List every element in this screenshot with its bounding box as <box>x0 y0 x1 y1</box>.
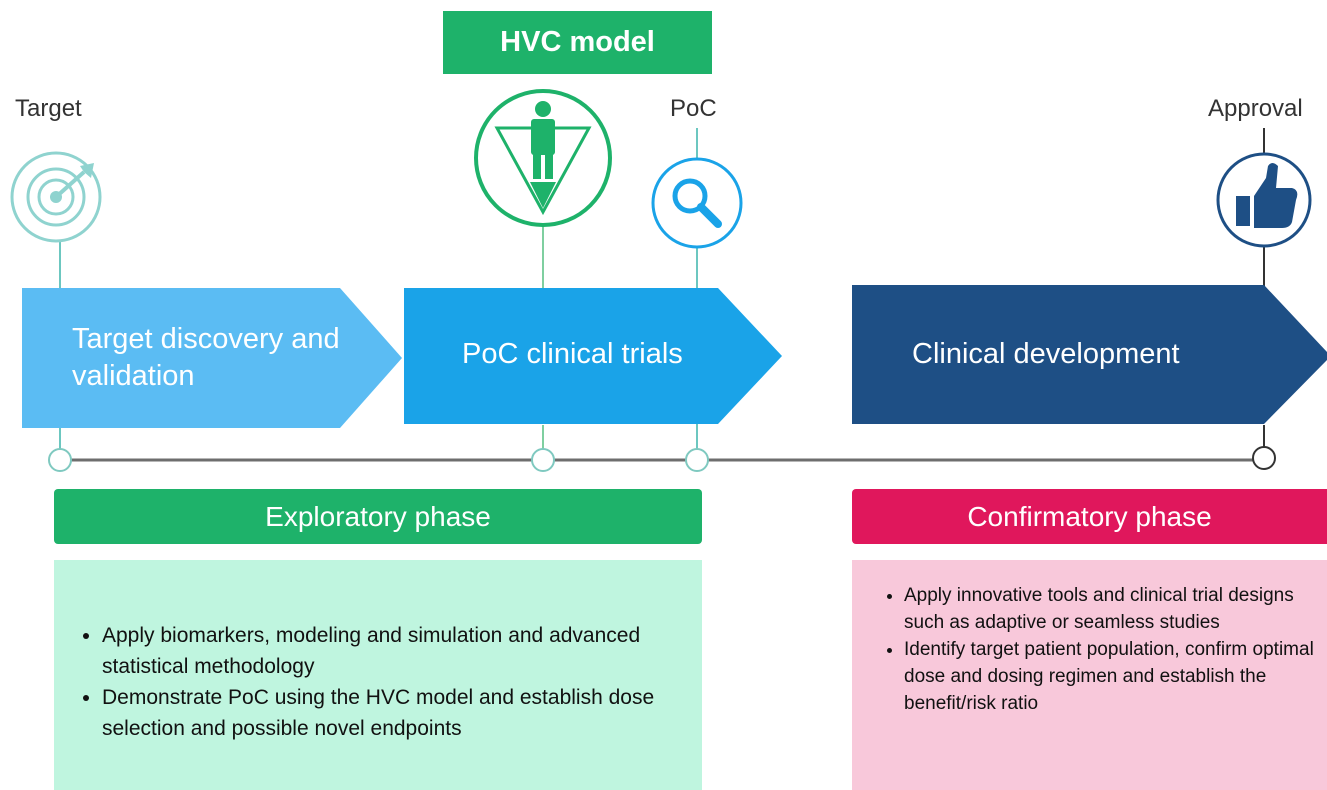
hvc-model-label: HVC model <box>443 11 712 74</box>
confirmatory-panel: Apply innovative tools and clinical tria… <box>852 560 1327 790</box>
milestone-poc: PoC <box>670 95 717 122</box>
clinical-dev-arrow <box>852 285 1327 424</box>
timeline-node-target <box>48 448 72 472</box>
stage-poc-trials: PoC clinical trials <box>462 334 762 374</box>
stage-poc-trials-label: PoC clinical trials <box>462 337 683 370</box>
exploratory-bullet: Demonstrate PoC using the HVC model and … <box>102 682 682 744</box>
stage-clinical-dev-label: Clinical development <box>912 337 1180 370</box>
poc-trials-arrow <box>404 288 782 424</box>
stage-discovery: Target discovery and validation <box>72 318 342 398</box>
confirmatory-phase-bar: Confirmatory phase <box>852 489 1327 544</box>
timeline-node-hvc <box>531 448 555 472</box>
timeline-node-poc <box>685 448 709 472</box>
confirmatory-bullet: Apply innovative tools and clinical tria… <box>904 582 1317 636</box>
person-funnel-icon <box>474 89 612 227</box>
exploratory-phase-bar: Exploratory phase <box>54 489 702 544</box>
target-icon <box>10 151 102 243</box>
discovery-arrow <box>22 288 402 428</box>
exploratory-panel: Apply biomarkers, modeling and simulatio… <box>54 560 702 790</box>
confirmatory-bullet: Identify target patient population, conf… <box>904 636 1317 717</box>
stage-clinical-dev: Clinical development <box>912 334 1292 374</box>
stage-discovery-label: Target discovery and validation <box>72 323 340 392</box>
timeline-node-approval <box>1252 446 1276 470</box>
milestone-target: Target <box>15 95 82 122</box>
exploratory-bullet-list: Apply biomarkers, modeling and simulatio… <box>54 620 682 744</box>
hvc-model-text: HVC model <box>500 26 655 58</box>
magnifier-icon <box>651 157 743 249</box>
exploratory-phase-title: Exploratory phase <box>265 500 491 532</box>
confirmatory-phase-title: Confirmatory phase <box>967 500 1212 532</box>
thumbs-up-icon <box>1216 152 1312 248</box>
confirmatory-bullet-list: Apply innovative tools and clinical tria… <box>852 582 1317 717</box>
exploratory-bullet: Apply biomarkers, modeling and simulatio… <box>102 620 682 682</box>
milestone-approval: Approval <box>1208 95 1303 122</box>
